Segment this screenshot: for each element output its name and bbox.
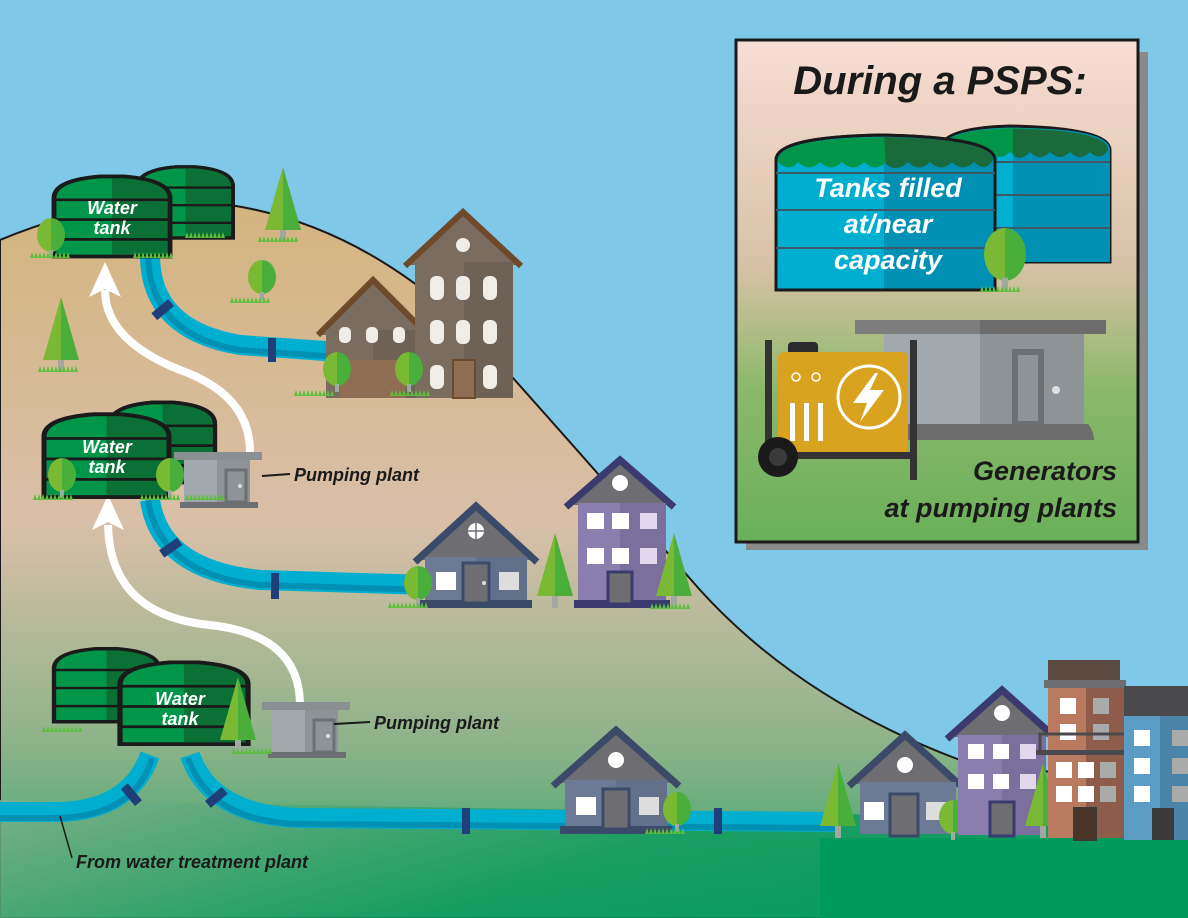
house-blue-gray-town [846,730,964,838]
generator-caption-1: Generators [973,456,1117,486]
tank-label-middle-2: tank [88,457,126,477]
tank-label-lower-1: Water [155,689,206,709]
water-pipes [0,254,841,832]
callout-leader-line [59,815,73,859]
town [820,660,1188,841]
pumping-plant-building [855,320,1106,440]
callout-leader-line [333,721,371,725]
callout-leader-line [261,473,291,477]
house-purple-tall-middle [563,455,692,609]
flow-arrow-lower [92,495,304,706]
source-label: From water treatment plant [76,852,309,872]
panel-title: During a PSPS: [793,59,1086,103]
apartment-brick [1036,660,1134,841]
tank-label-lower-2: tank [161,709,199,729]
tank-label-upper-1: Water [87,198,138,218]
apartment-blue [1124,686,1188,840]
house-blue-gray-bottom [550,725,691,834]
upper-tank-group: Water tank [30,164,301,372]
generator-icon [758,340,917,480]
tanks-caption-1: Tanks filled [814,173,962,203]
psps-info-panel: During a PSPS: Tanks fille [734,38,1148,550]
tanks-caption-3: capacity [834,245,944,275]
tank-label-middle-1: Water [82,437,133,457]
white-flow-arrow-icon [92,495,124,530]
generator-caption-2: at pumping plants [885,493,1118,523]
full-tanks-illustration [774,124,1112,292]
pumping-plant-label-middle: Pumping plant [294,465,420,485]
pipe-joints [120,299,722,834]
lower-tank-group: Water tank Pumping plant From water trea… [42,649,500,872]
ground-right [820,838,1188,918]
pumping-plant-lower [260,700,352,760]
tank-label-upper-2: tank [93,218,131,238]
house-brown-tall [294,207,524,399]
pumping-plant-label-lower: Pumping plant [374,713,500,733]
flow-arrow-upper [89,262,254,453]
lightning-bolt-icon [853,373,884,422]
tanks-caption-2: at/near [844,209,934,239]
white-flow-arrow-icon [89,262,121,297]
middle-tank-group: Water tank Pumping plant [33,402,420,510]
house-blue-gray-middle [388,501,573,608]
